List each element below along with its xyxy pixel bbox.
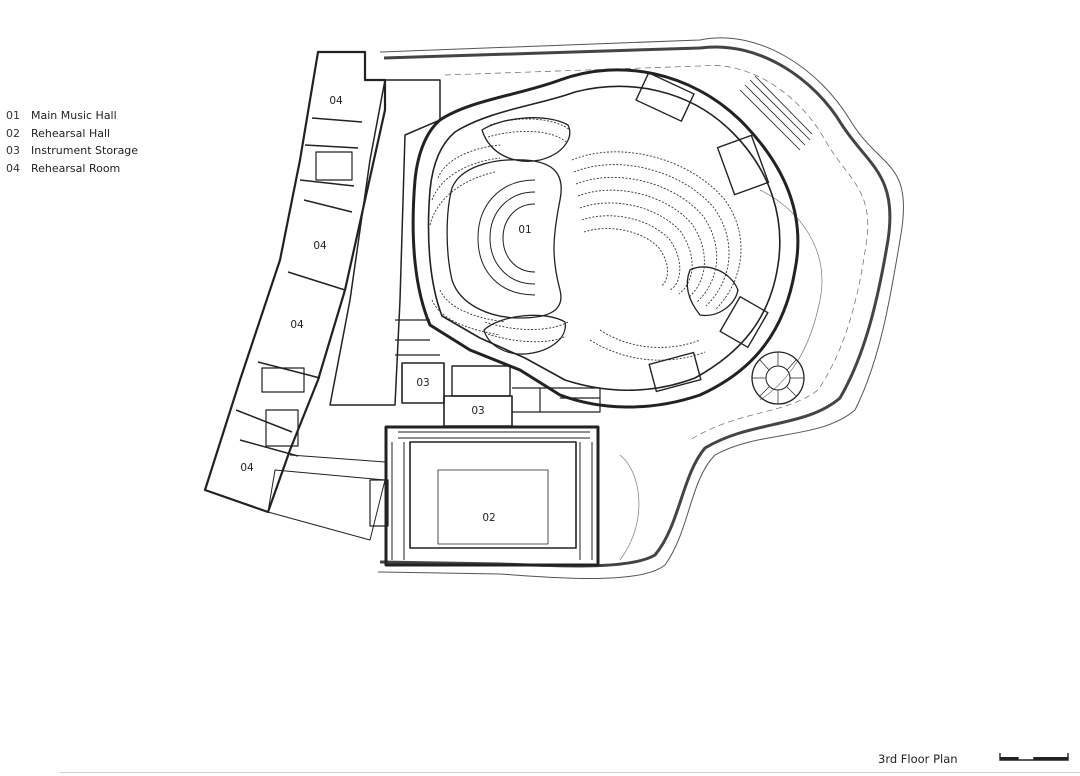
legend-label: Rehearsal Room [31, 162, 121, 176]
stair-turret-s [648, 351, 702, 393]
stage-outline [446, 159, 562, 319]
terrace-inner-line [444, 64, 869, 441]
legend-label: Main Music Hall [31, 109, 117, 122]
stair-turret-ne [635, 72, 695, 122]
bottom-rule [60, 772, 1080, 773]
plan-legend: 01 Main Music Hall 02 Rehearsal Hall 03 … [6, 107, 138, 178]
legend-number: 02 [6, 126, 20, 140]
main-hall-shell [411, 68, 800, 409]
room-label-rehearsal-room-c: 04 [290, 319, 304, 331]
room-label-rehearsal-room-b: 04 [313, 240, 327, 252]
stair-turret-se [719, 295, 769, 349]
stage-arc-outer [477, 179, 536, 296]
balcony-south [483, 314, 566, 355]
balcony-east [686, 266, 739, 317]
stage-arc-inner [502, 203, 536, 273]
stair-core-c [451, 365, 511, 397]
legend-label: Instrument Storage [31, 144, 139, 158]
landscape-line [619, 189, 823, 561]
legend-number: 04 [6, 162, 20, 176]
west-terrace [267, 454, 386, 541]
room-label-main-hall: 01 [518, 224, 531, 236]
room-label-rehearsal-room-a: 04 [329, 95, 343, 107]
central-corridor [329, 79, 441, 406]
room-label-storage-b: 03 [471, 405, 484, 417]
stair-core-b [261, 367, 305, 393]
rehearsal-hall-outer [384, 425, 600, 567]
spiral-stair-inner [765, 365, 791, 391]
scale-bar [999, 753, 1069, 761]
seating-rows [429, 118, 742, 361]
stage-arc-mid [489, 191, 536, 285]
main-hall-inner-wall [427, 85, 781, 392]
lift-shaft [265, 409, 299, 447]
terrace-edge [379, 45, 892, 568]
east-canopy-stripes [739, 75, 813, 151]
service-partitions [395, 319, 601, 413]
room-label-rehearsal-hall: 02 [482, 512, 495, 524]
site-boundary [377, 37, 905, 579]
west-wing-outline [203, 50, 387, 514]
drawing-title: 3rd Floor Plan [878, 752, 958, 766]
room-label-storage-a: 03 [416, 377, 429, 389]
west-wing-partitions [235, 117, 363, 457]
stair-core-d [369, 479, 389, 527]
legend-number: 01 [6, 109, 20, 122]
legend-item: 02 Rehearsal Hall [6, 125, 138, 143]
legend-item: 01 Main Music Hall [6, 107, 138, 125]
spiral-stair-treads [752, 352, 804, 404]
legend-number: 03 [6, 144, 20, 158]
storage-room-a [401, 362, 445, 404]
rehearsal-gallery [391, 431, 593, 560]
legend-item: 03 Instrument Storage [6, 142, 138, 160]
balcony-north [481, 117, 571, 162]
rehearsal-hall-floor [437, 469, 549, 545]
legend-label: Rehearsal Hall [31, 126, 111, 140]
legend-item: 04 Rehearsal Room [6, 160, 138, 178]
stair-turret-e [716, 134, 770, 196]
stair-core-a [315, 151, 353, 181]
room-label-rehearsal-room-d: 04 [240, 462, 254, 474]
rehearsal-hall-inner [409, 441, 577, 549]
